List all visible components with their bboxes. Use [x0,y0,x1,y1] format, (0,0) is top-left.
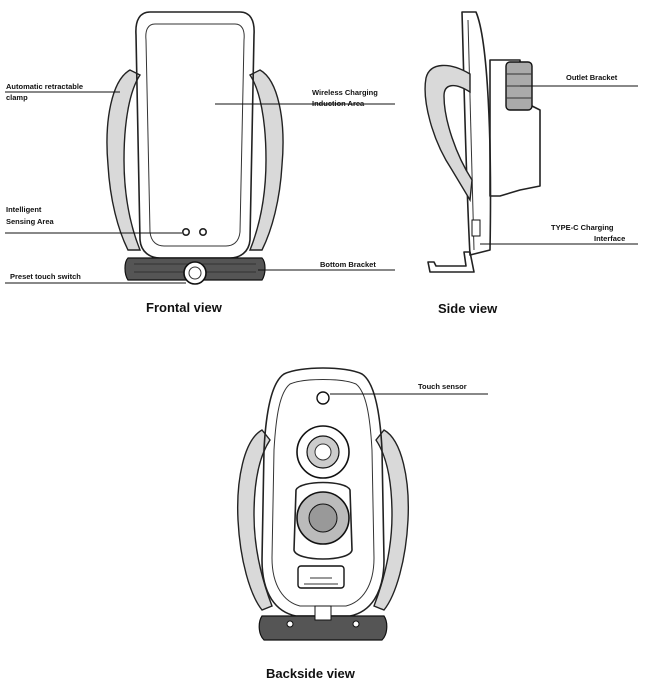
label-touch-sensor: Touch sensor [418,382,467,391]
label-intelligent-sensing-1: Intelligent [6,205,42,214]
label-intelligent-sensing-2: Sensing Area [6,217,54,226]
label-automatic-clamp-2: clamp [6,93,28,102]
charging-face [145,23,245,247]
side-view: Outlet Bracket TYPE-C Charging Interface… [424,11,638,316]
caption-side-view: Side view [438,301,498,316]
label-automatic-clamp-1: Automatic retractable [6,82,83,91]
label-bottom-bracket: Bottom Bracket [320,260,376,269]
label-outlet-bracket: Outlet Bracket [566,73,618,82]
typec-port [471,219,481,237]
caption-backside-view: Backside view [266,666,356,681]
sensing-dot-right [199,228,208,237]
side-clamp-arm [424,64,473,203]
label-typec-2: Interface [594,234,625,243]
label-wireless-charging-2: Induction Area [312,99,365,108]
label-typec-1: TYPE-C Charging [551,223,614,232]
label-touch-switch: Preset touch switch [10,272,81,281]
back-right-arm [373,429,409,611]
back-mount-housing [293,481,353,560]
touch-sensor [316,391,330,405]
backside-view: Touch sensor Backside view [237,367,488,681]
sensing-dot-left [182,228,191,237]
holder-body-outer [135,11,255,259]
back-left-arm [237,429,273,611]
side-body [461,11,492,256]
back-body [261,367,385,617]
side-bottom-hook [427,251,475,273]
back-lower-plate [297,565,345,589]
frontal-view: Automatic retractable clamp Wireless Cha… [5,11,395,315]
right-clamp-arm [248,69,284,251]
left-clamp-arm [106,69,142,251]
label-wireless-charging-1: Wireless Charging [312,88,378,97]
caption-frontal-view: Frontal view [146,300,223,315]
